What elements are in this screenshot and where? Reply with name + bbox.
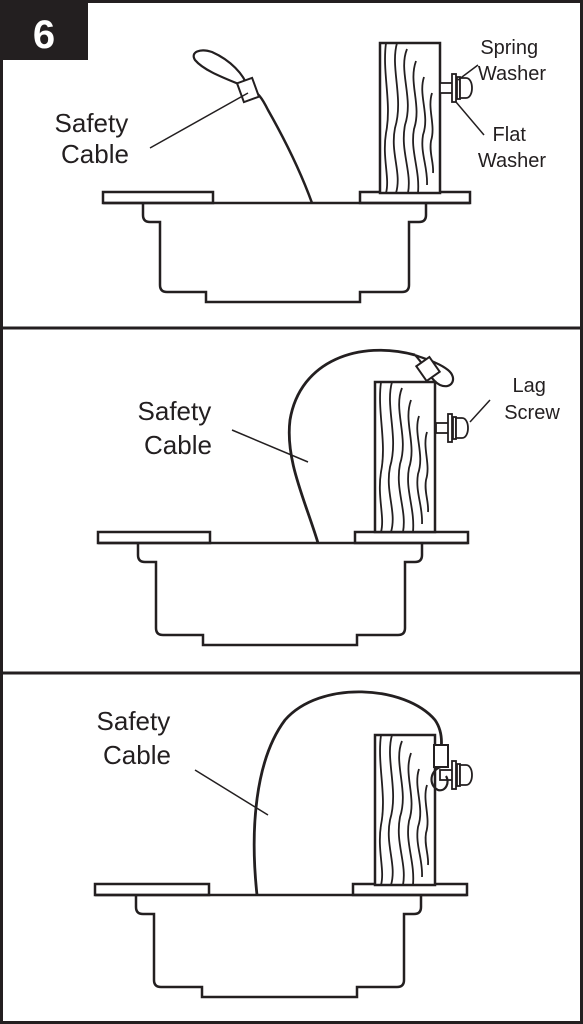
panel-2-safety-cable xyxy=(287,348,455,544)
panel-1-spring-washer-label: Spring Washer xyxy=(478,37,547,85)
panel-3-wood-post xyxy=(373,733,437,887)
panel-2-lag-screw-label: Lag Screw xyxy=(504,375,560,424)
panel-2: Safety Cable Lag Screw xyxy=(96,348,560,647)
panel-2-wood-post xyxy=(373,380,437,534)
panel-1-cable-label: Safety Cable xyxy=(55,108,136,169)
panel-3-cable-label: Safety Cable xyxy=(97,706,178,770)
panel-1-cable-leader xyxy=(149,92,249,149)
panel-2-lag-leader xyxy=(469,399,491,423)
panel-2-cable-label: Safety Cable xyxy=(138,396,219,460)
panel-3-safety-cable xyxy=(252,690,449,896)
panel-1-base xyxy=(101,190,472,304)
panel-1-flat-leader xyxy=(455,101,485,136)
step-badge xyxy=(0,0,88,60)
panel-2-base xyxy=(96,530,470,647)
panel-3-cable-leader xyxy=(194,769,269,816)
step-number: 6 xyxy=(33,13,55,57)
panel-3-base xyxy=(93,882,469,999)
panel-1: Safety Cable Spring Washer Flat Washer xyxy=(55,37,547,304)
panel-2-cable-leader xyxy=(231,429,309,463)
panel-1-flat-washer-label: Flat Washer xyxy=(478,124,547,172)
panel-1-spring-leader xyxy=(457,64,479,81)
panel-3: Safety Cable xyxy=(93,690,473,999)
panel-1-wood-post xyxy=(378,41,442,195)
